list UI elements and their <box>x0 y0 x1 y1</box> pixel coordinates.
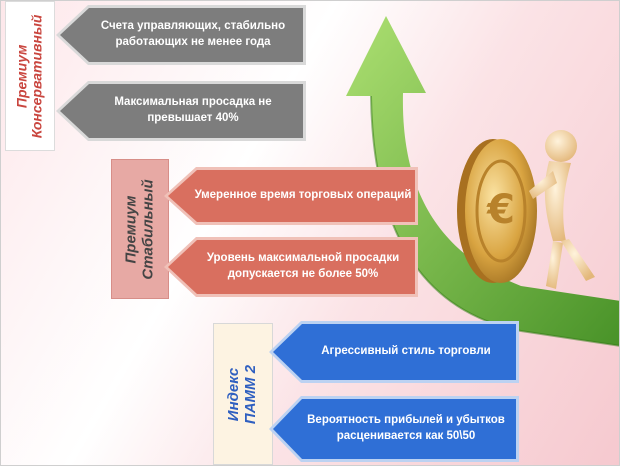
group-title: Премиум Консервативный <box>13 14 45 138</box>
arrow-item: Умеренное время торговых операций <box>164 167 418 225</box>
group-title: Индекс ПАММ 2 <box>225 364 260 424</box>
group-label-index: Индекс ПАММ 2 <box>213 323 273 465</box>
figure-icon <box>529 130 595 289</box>
group-label-conservative: Премиум Консервативный <box>5 1 55 151</box>
arrow-item: Агрессивный стиль торговли <box>269 321 519 383</box>
group-label-stable: Премиум Стабильный <box>111 159 169 299</box>
coin-icon: € <box>457 139 537 283</box>
arrow-item: Счета управляющих, стабильно работающих … <box>56 5 306 65</box>
arrow-item: Максимальная просадка не превышает 40% <box>56 81 306 141</box>
arrow-item: Уровень максимальной просадки допускаетс… <box>164 237 418 297</box>
svg-text:€: € <box>486 187 515 233</box>
group-title: Премиум Стабильный <box>122 178 157 280</box>
arrow-item: Вероятность прибылей и убытков расценива… <box>269 396 519 462</box>
